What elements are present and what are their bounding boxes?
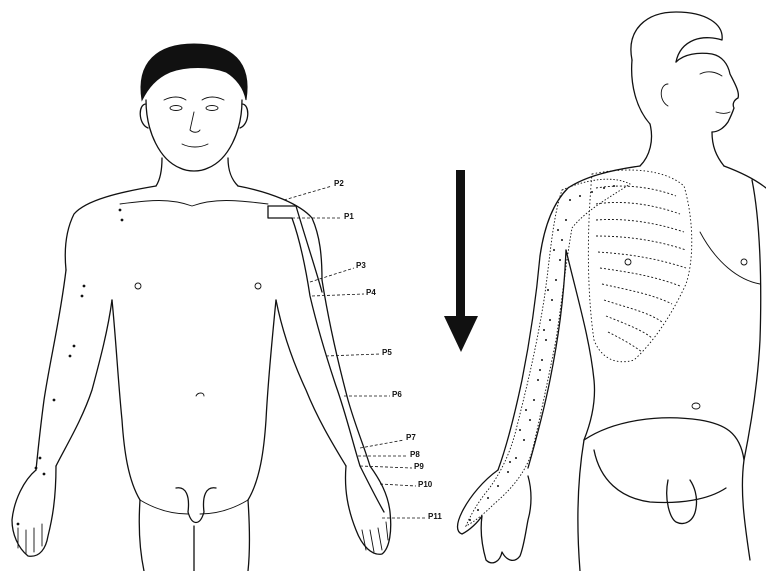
rib-region-outline [588,170,691,362]
eye-right [700,72,722,76]
head-right [632,53,739,132]
nipple-far [741,259,747,265]
arm-inner-right-fig [528,250,566,468]
shoulder-right-fig [540,166,640,256]
arm-channel-band [466,179,630,526]
arm-channel-stipple [469,185,615,521]
rib-hatching [596,186,686,352]
hair-right [631,12,722,62]
neck-right-fig [640,124,724,166]
torso-right-side [742,180,760,560]
torso-left-side [566,250,595,440]
arm-outer-right-fig [498,256,540,470]
ear-right [661,84,668,106]
belly-lower [594,450,726,502]
belly [584,418,744,460]
shoulder-far [724,166,766,188]
mouth-right [716,112,730,114]
hand-right-fig [458,470,532,563]
navel-right-fig [692,403,700,409]
chest-far [700,232,760,284]
hip-left [578,440,584,571]
nipple-near [625,259,631,265]
